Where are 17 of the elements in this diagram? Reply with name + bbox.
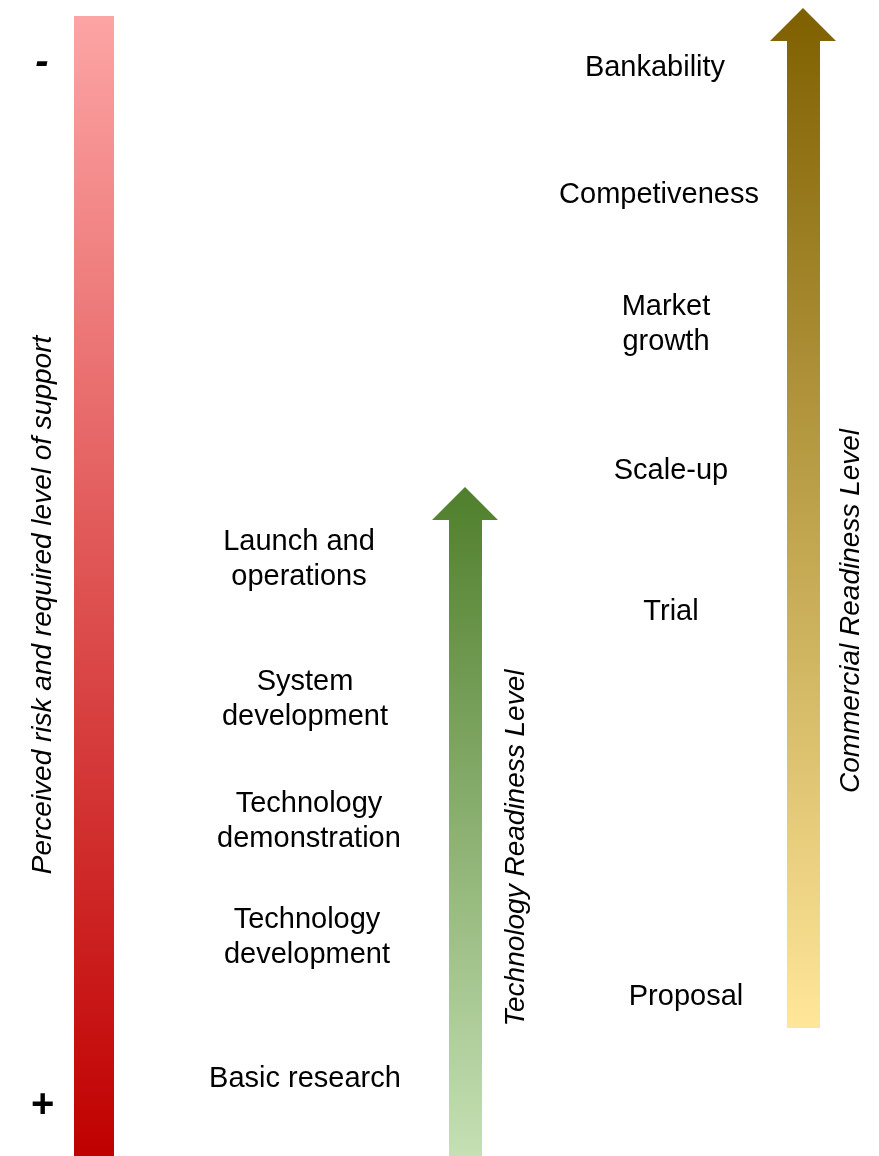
stage-label: Market growth <box>620 288 712 358</box>
axis-label: Commercial Readiness Level <box>833 428 867 794</box>
stage-label: Technology demonstration <box>216 785 402 855</box>
stage-label: Technology development <box>222 901 392 971</box>
axis-label: Technology Readiness Level <box>498 669 532 1027</box>
stage-label: System development <box>220 663 390 733</box>
risk-gradient-bar <box>74 16 114 1156</box>
scale-sign: - <box>35 37 49 84</box>
stage-label: Proposal <box>627 977 745 1013</box>
stage-label: Basic research <box>208 1059 402 1095</box>
stage-label: Bankability <box>583 48 727 84</box>
stage-label: Launch and operations <box>222 523 376 593</box>
stage-label: Scale-up <box>612 451 730 487</box>
stage-label: Competiveness <box>558 175 760 211</box>
axis-label: Perceived risk and required level of support <box>25 335 59 875</box>
stage-label: Trial <box>642 592 700 628</box>
scale-sign: + <box>30 1080 54 1127</box>
